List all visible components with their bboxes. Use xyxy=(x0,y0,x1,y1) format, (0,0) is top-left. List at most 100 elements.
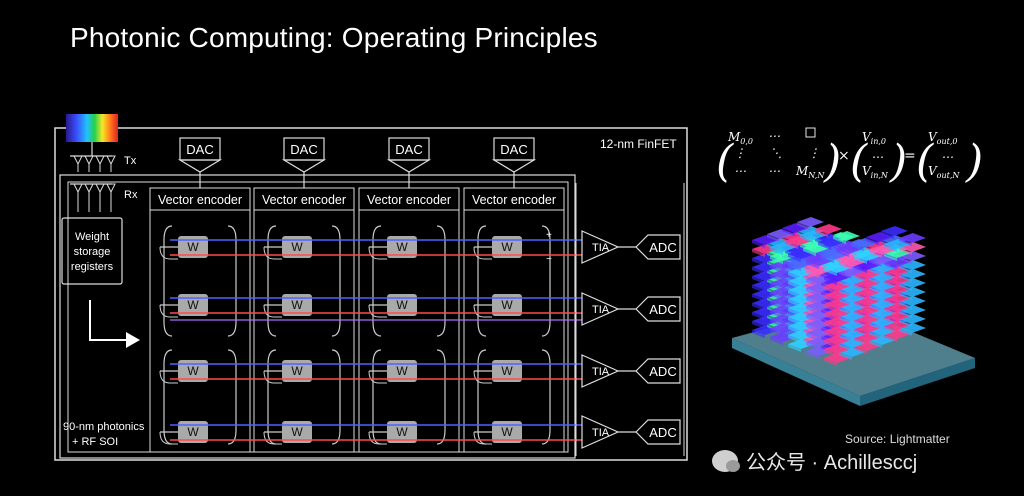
chip-tile-side xyxy=(854,301,867,309)
chip-tile-side xyxy=(899,247,912,255)
chip-tile-side xyxy=(884,289,897,297)
chip-tile-side xyxy=(824,313,837,321)
cell-branch-line xyxy=(263,246,282,260)
dac-label: DAC xyxy=(186,142,213,157)
cell-branch-line xyxy=(473,370,492,384)
process-bottom-line-2: + RF SOI xyxy=(72,436,118,448)
chip-tile-side xyxy=(824,304,837,312)
w-box xyxy=(178,236,208,258)
tia-amplifier xyxy=(581,354,620,388)
chip-tile-side xyxy=(833,236,846,244)
chip-tile xyxy=(899,278,926,288)
chip-tile-side xyxy=(869,313,882,321)
chip-tile xyxy=(899,305,926,315)
cell-branch-line xyxy=(368,304,387,318)
w-label: W xyxy=(396,240,408,254)
chip-tile-side xyxy=(752,276,765,284)
tia-label: TIA xyxy=(592,242,610,254)
chip-tile-side xyxy=(854,310,867,318)
chip-tile-side xyxy=(788,290,801,298)
chip-tile-side xyxy=(770,265,783,273)
chip-tile-side xyxy=(899,238,912,246)
chip-tile-side xyxy=(899,301,912,309)
tia-amplifier xyxy=(581,415,620,449)
waveguide-right-lower xyxy=(331,349,341,445)
w-box xyxy=(492,360,522,382)
chip-tile-side xyxy=(884,316,897,324)
weight-arrow xyxy=(89,300,140,348)
dac-label: DAC xyxy=(395,142,422,157)
waveguide-left-lower xyxy=(477,349,487,445)
chip-substrate-edge xyxy=(860,358,975,406)
chip-tile-side xyxy=(788,344,801,352)
waveguide-left-lower xyxy=(372,349,382,445)
chip-tile-side xyxy=(839,316,852,324)
chip-tile-side xyxy=(884,334,897,342)
chip-tile-side xyxy=(839,271,852,279)
chip-tile-side xyxy=(899,328,912,336)
w-box xyxy=(387,421,417,443)
weight-cell: W xyxy=(368,421,417,445)
photonics-frame xyxy=(59,174,576,459)
rx-antenna-element xyxy=(84,183,94,194)
weight-cell: W xyxy=(263,236,312,260)
tia-amplifier xyxy=(581,230,620,264)
chip-tile-side xyxy=(851,243,864,251)
laser-spectrum xyxy=(66,114,118,142)
chip-tile xyxy=(881,226,908,236)
adc-label: ADC xyxy=(649,240,676,255)
chip-tile-side xyxy=(806,297,819,305)
chip-tile-side xyxy=(797,222,810,230)
source-label: Source: Lightmatter xyxy=(845,432,950,446)
weight-cell: W xyxy=(368,236,417,260)
rx-antenna-array xyxy=(70,183,116,212)
w-box xyxy=(387,236,417,258)
weight-cell: W xyxy=(159,236,208,260)
waveguide-left-upper xyxy=(163,225,173,337)
cell-branch-line xyxy=(159,246,178,260)
chip-tile-side xyxy=(752,258,765,266)
waveguide-right-upper xyxy=(227,225,237,337)
waveguide-left-upper xyxy=(372,225,382,337)
eq-dots-v1: ⋮ xyxy=(734,146,746,160)
chip-tile-side xyxy=(752,267,765,275)
waveguide-left-lower xyxy=(267,349,277,445)
chip-tile-side xyxy=(869,304,882,312)
chip-tile-side xyxy=(788,263,801,271)
chip-tile-side xyxy=(788,272,801,280)
chip-tile-side xyxy=(752,240,765,248)
chip-tile-side xyxy=(821,255,834,263)
tia-label: TIA xyxy=(592,366,610,378)
chip-tile-side xyxy=(806,306,819,314)
chip-tile-side xyxy=(884,298,897,306)
waveguide-left-upper xyxy=(267,225,277,337)
dac-triangle xyxy=(491,159,537,173)
waveguide-left-lower xyxy=(163,349,173,445)
vector-encoder-label: Vector encoder xyxy=(472,193,556,207)
chip-tile-side xyxy=(854,256,867,264)
adc-box xyxy=(635,296,681,322)
chip-tile-side xyxy=(806,342,819,350)
weight-cell: W xyxy=(159,294,208,318)
chip-tile-side xyxy=(824,349,837,357)
chip-tile xyxy=(899,251,926,261)
w-label: W xyxy=(187,364,199,378)
weight-storage-line-3: registers xyxy=(71,261,114,273)
chip-tile-side xyxy=(899,319,912,327)
chip-tile-side xyxy=(800,235,813,243)
weight-storage-box xyxy=(61,217,123,285)
chip-tile-side xyxy=(752,321,765,329)
chip-tile-side xyxy=(854,346,867,354)
weight-cell: W xyxy=(473,294,522,318)
chip-tile-side xyxy=(788,317,801,325)
plus-label: + xyxy=(546,230,552,241)
eq-dots-diag: ⋱ xyxy=(770,146,782,160)
weight-cell: W xyxy=(473,421,522,445)
chip-tile-side xyxy=(866,237,879,245)
chip-tile-side xyxy=(839,352,852,360)
waveguide-right-upper xyxy=(541,225,551,337)
eq-mnn: MN,N xyxy=(795,164,825,180)
eq-dots-1: ⋯ xyxy=(768,129,780,143)
